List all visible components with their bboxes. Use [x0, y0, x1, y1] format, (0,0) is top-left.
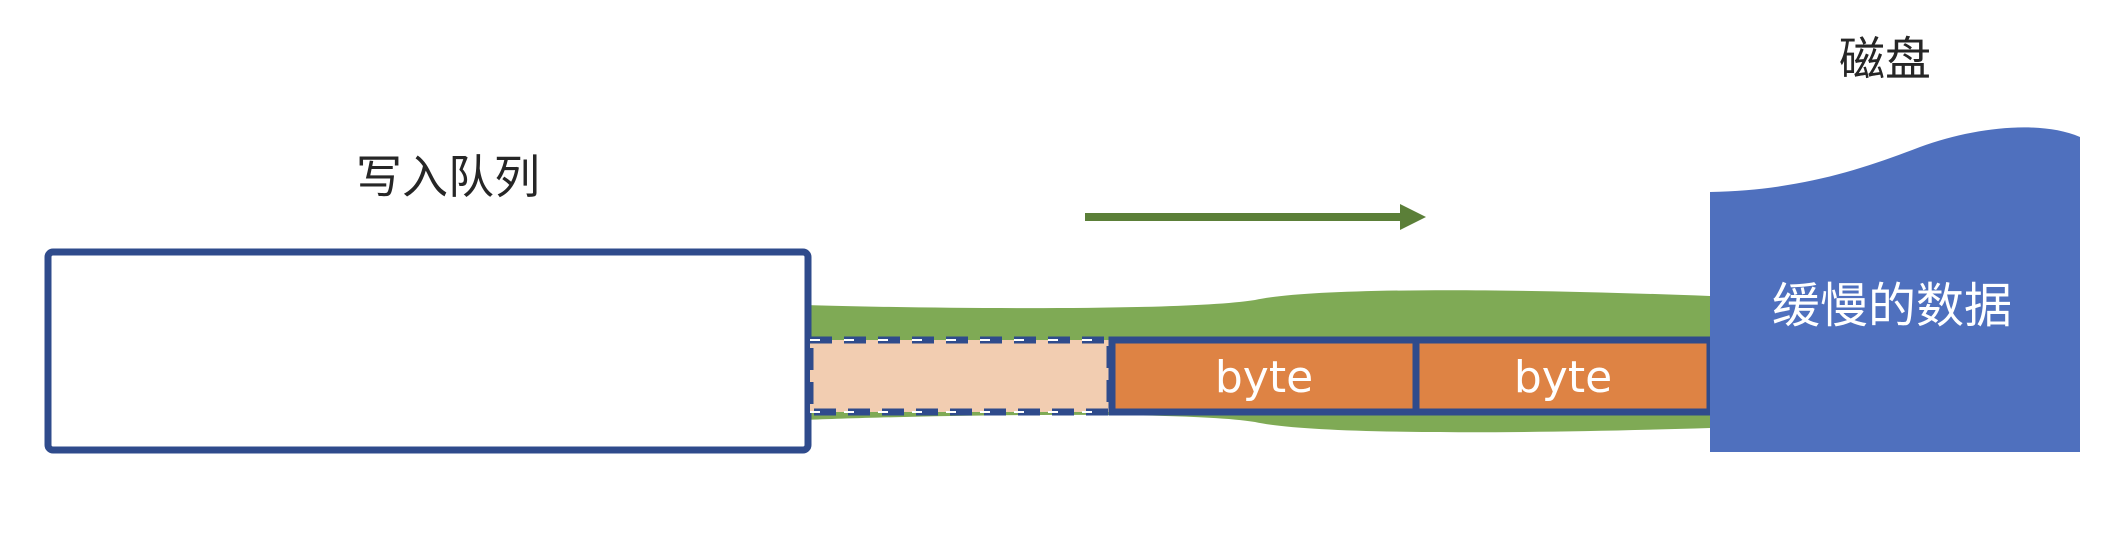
disk-shape: [1710, 127, 2080, 453]
byte-block-1: byte: [1108, 336, 1420, 416]
byte-block-1-rect: [1108, 336, 1420, 416]
disk-label: 磁盘: [1839, 32, 1931, 86]
write-queue-box: [44, 248, 812, 454]
flow-arrow: [1085, 204, 1426, 230]
byte-block-1-label: byte: [1215, 352, 1313, 403]
byte-block-2-label: byte: [1514, 352, 1612, 403]
pending-block: [810, 340, 1110, 412]
flow-arrow-head: [1400, 204, 1426, 230]
write-queue-label: 写入队列: [356, 150, 540, 204]
pending-block-dashed-border: [806, 336, 1114, 416]
byte-block-2: byte: [1412, 336, 1714, 416]
slow-data-label: 缓慢的数据: [1772, 278, 2012, 334]
